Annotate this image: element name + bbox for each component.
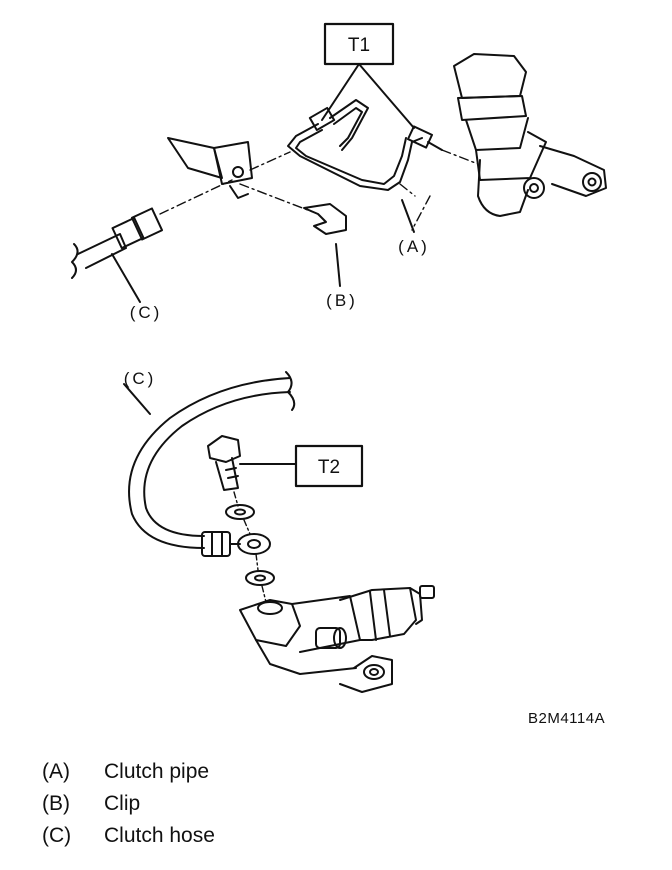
legend-item: (B) Clip [42, 788, 215, 820]
callout-c-upper: (C) [130, 303, 163, 322]
clip [303, 203, 347, 287]
legend-key: (C) [42, 824, 72, 847]
callout-c-lower: (C) [124, 369, 157, 388]
callout-a: (A) [398, 237, 430, 256]
legend: (A) Clutch pipe (B) Clip (C) Clutch hose [42, 756, 215, 852]
t2-label: T2 [318, 457, 340, 478]
legend-label: Clutch hose [104, 824, 215, 847]
legend-item: (C) Clutch hose [42, 820, 215, 852]
t1-label: T1 [348, 35, 370, 56]
master-cylinder [401, 53, 607, 233]
legend-label: Clutch pipe [104, 760, 210, 783]
callout-b: (B) [326, 291, 358, 310]
clutch-pipe [287, 99, 443, 191]
bracket [167, 137, 253, 199]
legend-key: (B) [42, 792, 70, 815]
clutch-hose-end-upper [71, 207, 164, 303]
union-bolt [207, 435, 297, 491]
torque-box-t2 [294, 444, 364, 488]
washer-lower [245, 570, 275, 586]
washer-upper [225, 504, 255, 520]
legend-label: Clip [104, 792, 141, 815]
legend-key: (A) [42, 760, 70, 783]
figure-code: B2M4114A [528, 710, 606, 727]
clutch-hose [123, 371, 296, 557]
legend-item: (A) Clutch pipe [42, 756, 215, 788]
operating-cylinder [239, 585, 435, 693]
